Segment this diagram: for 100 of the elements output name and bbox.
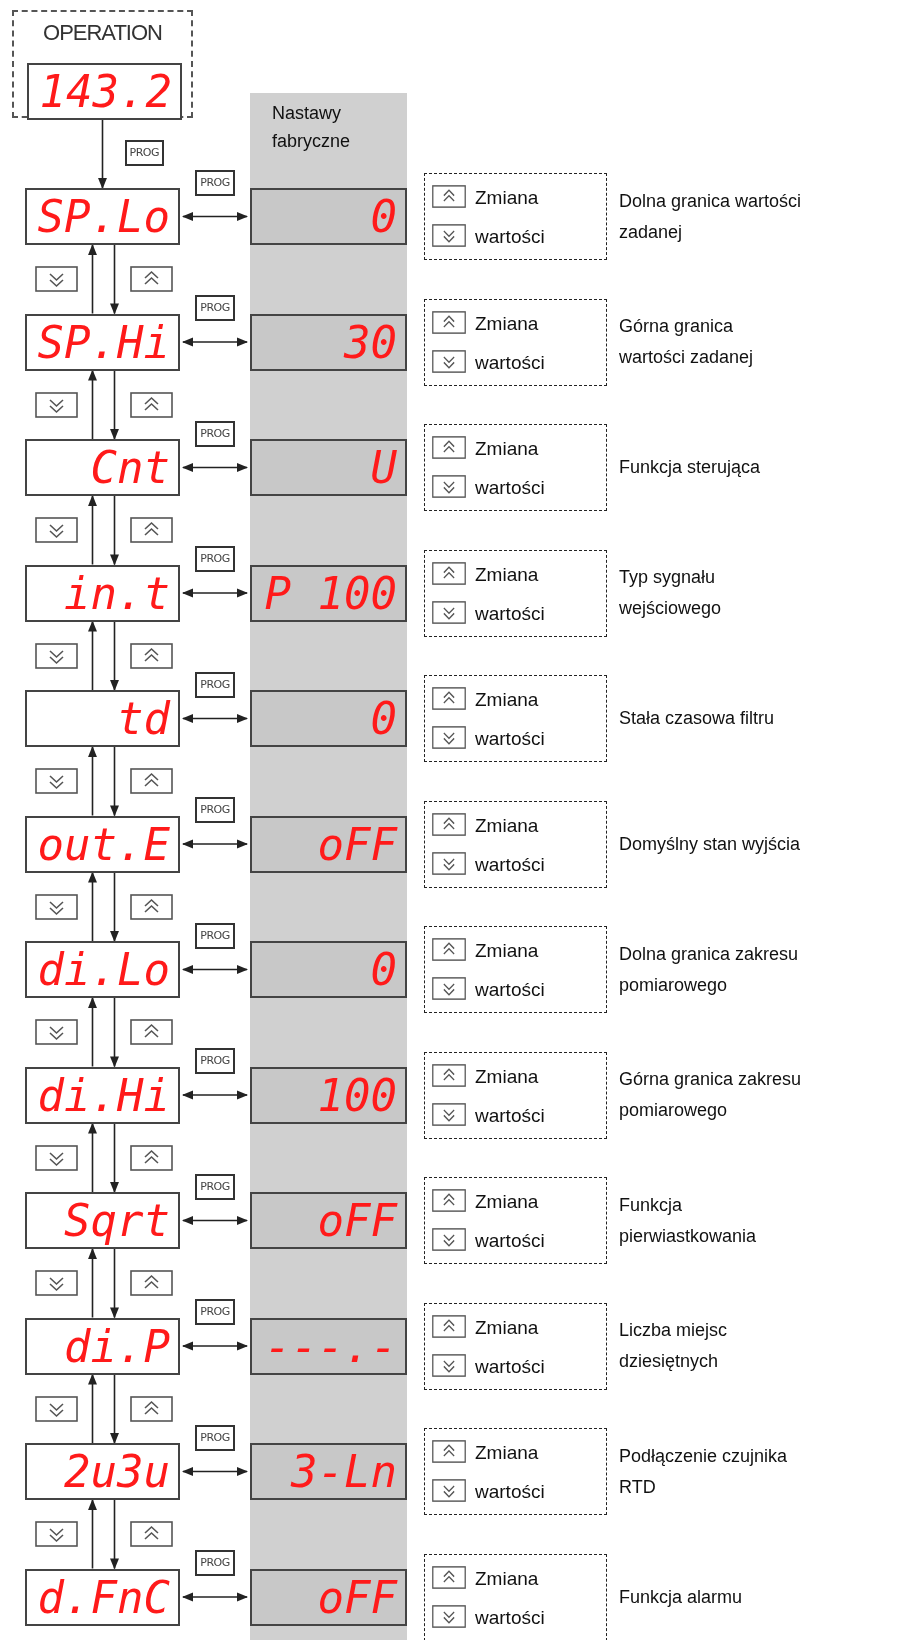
key-hint-box [424, 173, 607, 260]
prog-key-label: PROG [195, 295, 235, 321]
arrow [110, 1373, 119, 1445]
parameter-display: out.E [25, 815, 180, 873]
parameter-description: Funkcja sterująca [619, 456, 762, 479]
parameter-display: di.Hi [25, 1066, 180, 1124]
value-display: 0 [250, 188, 407, 245]
prog-key-label: PROG [195, 922, 235, 949]
parameter-display: td [25, 690, 180, 747]
double-arrow [181, 1090, 249, 1100]
arrow [110, 1499, 119, 1570]
parameter-display: d.FnC [25, 1568, 180, 1626]
key-hint-text: Zmiana wartości [475, 437, 546, 500]
key-hint-text: Zmiana wartości [475, 1064, 546, 1128]
parameter-description: Stała czasowa filtru [619, 707, 776, 730]
prog-key-label: PROG [195, 1048, 235, 1074]
value-display: 0 [250, 690, 407, 747]
parameter-description: Górna granica wartości zadanej [619, 315, 755, 369]
key-hint-box [424, 1177, 607, 1264]
parameter-description: Domyślny stan wyjścia [619, 832, 802, 856]
double-arrow [181, 714, 249, 723]
value-display: oFF [250, 1192, 407, 1249]
key-hint-box [424, 675, 607, 762]
arrow [88, 745, 97, 817]
parameter-description: Dolna granica wartości zadanej [619, 189, 803, 244]
parameter-display: Cnt [25, 439, 180, 496]
prog-key-label: PROG [195, 169, 235, 196]
column-heading: Nastawy fabryczne [272, 102, 352, 153]
key-hint-text: Zmiana wartości [475, 186, 546, 249]
double-arrow [181, 965, 249, 974]
prog-key-label: PROG [124, 140, 164, 166]
prog-key-label: PROG [195, 1299, 235, 1325]
key-hint-box [424, 1428, 607, 1515]
key-hint-text: Zmiana wartości [475, 939, 546, 1002]
arrow [110, 1248, 119, 1319]
key-hint-text: Zmiana wartości [475, 562, 546, 626]
parameter-display: SP.Hi [25, 313, 180, 371]
prog-key-label: PROG [195, 420, 235, 447]
mode-title: OPERATION [42, 20, 163, 46]
arrow [110, 620, 119, 692]
arrow [98, 117, 107, 190]
key-hint-text: Zmiana wartości [475, 1566, 546, 1630]
key-hint-box [424, 424, 607, 511]
prog-key-label: PROG [195, 1550, 235, 1576]
arrow [88, 1373, 97, 1444]
key-hint-box [424, 1051, 607, 1139]
arrow [88, 494, 97, 566]
double-arrow [181, 839, 249, 849]
double-arrow [181, 1467, 249, 1476]
parameter-description: Liczba miejsc dziesiętnych [619, 1319, 729, 1373]
key-hint-text: Zmiana wartości [475, 1441, 546, 1504]
value-display: P 100 [250, 564, 407, 622]
parameter-description: Typ sygnału wejściowego [619, 566, 723, 620]
value-display: 30 [250, 313, 407, 371]
double-arrow [181, 212, 249, 221]
key-hint-text: Zmiana wartości [475, 813, 546, 877]
double-arrow [181, 1341, 249, 1351]
prog-key-label: PROG [195, 797, 235, 823]
value-display: oFF [250, 1568, 407, 1626]
arrow [88, 1122, 97, 1193]
key-hint-text: Zmiana wartości [475, 688, 546, 751]
arrow [110, 1122, 119, 1194]
arrow [110, 495, 119, 566]
parameter-description: Dolna granica zakresu pomiarowego [619, 942, 800, 997]
value-display: ---.- [250, 1317, 407, 1375]
value-display: oFF [250, 815, 407, 873]
arrow [88, 871, 97, 942]
arrow [110, 369, 119, 441]
parameter-display: Sqrt [25, 1192, 180, 1249]
parameter-display: in.t [25, 564, 180, 622]
prog-key-label: PROG [195, 1424, 235, 1451]
key-hint-box [424, 1553, 607, 1640]
value-display: 3-Ln [250, 1443, 407, 1500]
double-arrow [181, 1216, 249, 1225]
key-hint-text: Zmiana wartości [475, 1190, 546, 1253]
arrow [110, 997, 119, 1068]
arrow [88, 996, 97, 1068]
factory-settings-column [250, 93, 407, 1640]
arrow [110, 244, 119, 315]
double-arrow [181, 337, 249, 347]
arrow [110, 871, 119, 943]
key-hint-text: Zmiana wartości [475, 1315, 546, 1379]
mode-frame [12, 10, 193, 118]
key-hint-box [424, 1302, 607, 1390]
double-arrow [181, 1592, 249, 1602]
prog-key-label: PROG [195, 671, 235, 698]
key-hint-box [424, 800, 607, 888]
key-hint-box [424, 298, 607, 386]
parameter-description: Funkcja alarmu [619, 1585, 744, 1609]
parameter-display: 143.2 [27, 63, 182, 120]
parameter-display: di.Lo [25, 941, 180, 998]
prog-key-label: PROG [195, 1173, 235, 1200]
value-display: 100 [250, 1066, 407, 1124]
key-hint-text: Zmiana wartości [475, 311, 546, 375]
prog-key-label: PROG [195, 546, 235, 572]
parameter-description: Funkcja pierwiastkowania [619, 1193, 758, 1248]
double-arrow [181, 588, 249, 598]
arrow [88, 243, 97, 315]
parameter-display: 2u3u [25, 1443, 180, 1500]
value-display: U [250, 439, 407, 496]
